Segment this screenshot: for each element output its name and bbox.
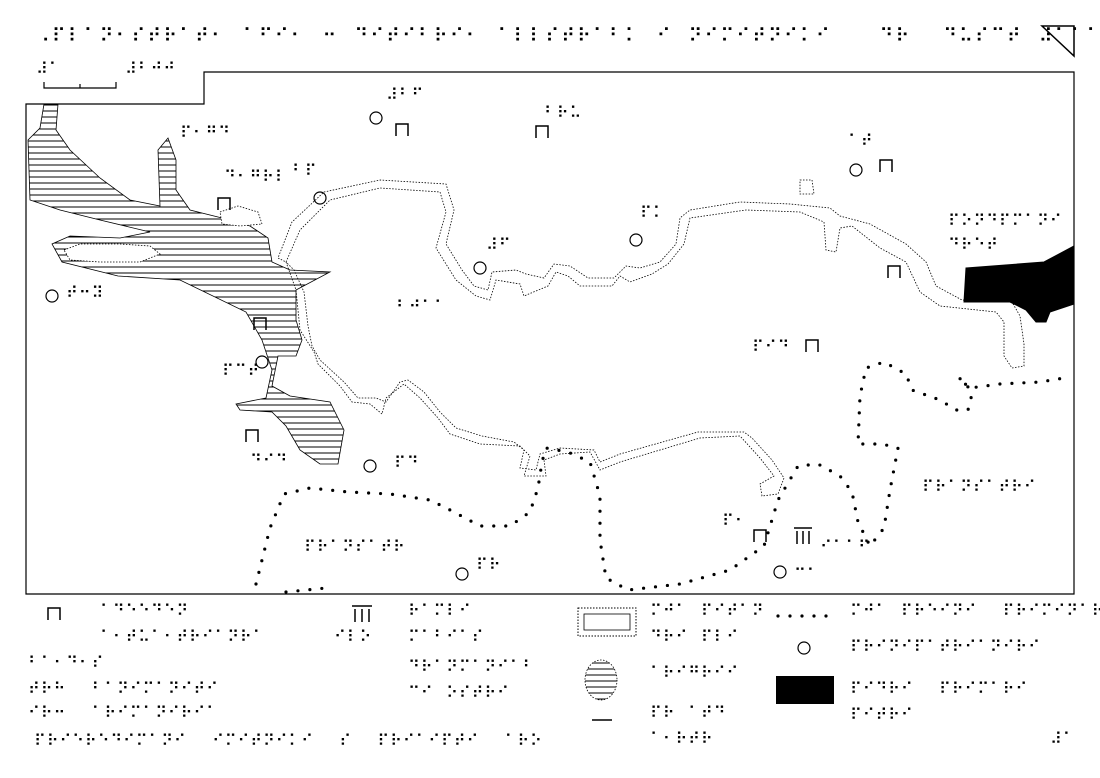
tower-marker-icon	[395, 123, 409, 136]
lake-symbol	[577, 607, 637, 637]
wetland-area	[27, 103, 345, 465]
tower-marker-icon	[879, 159, 893, 172]
map-label: ⠏⠂	[722, 511, 747, 530]
legend-text: ⠏⠗⠊⠝⠊⠏⠁⠞⠗⠊⠁⠝⠊⠗⠊	[850, 637, 1041, 656]
tower-marker-icon	[753, 529, 767, 542]
map-label: ⠏⠗⠁⠝⠎⠁⠞⠗	[304, 537, 406, 556]
tower-marker-icon	[535, 125, 549, 138]
map-label: ⠃⠏	[292, 161, 317, 180]
village-circle-icon	[629, 233, 643, 247]
legend-text: ⠃⠁⠂⠙⠂⠎	[28, 653, 104, 672]
legend-text: ⠁⠗⠊⠛⠗⠊⠊	[650, 663, 739, 682]
village-circle-icon	[455, 567, 469, 581]
map-label: ⠏⠙	[394, 453, 419, 472]
map-label: ⠙⠂⠛⠗⠇	[224, 167, 288, 186]
boundary-line	[254, 360, 1066, 592]
legend-text: ⠙⠗⠁⠝⠍⠁⠝⠊⠁⠃	[408, 657, 535, 676]
legend-text: ⠏⠗⠀⠁⠞⠙	[650, 703, 726, 722]
village-circle-icon	[797, 641, 811, 655]
legend-text: ⠞⠗⠓⠀⠀⠃⠁⠝⠊⠍⠁⠝⠊⠞⠊	[28, 679, 219, 698]
legend-text: ⠁⠂⠗⠞⠗	[650, 729, 714, 748]
small-pond	[799, 179, 815, 195]
legend-text: ⠉⠊⠀⠕⠎⠞⠗⠊	[408, 683, 510, 702]
wetland-symbol	[584, 659, 618, 701]
legend-text: ⠏⠗⠊⠑⠗⠑⠙⠊⠍⠁⠝⠊⠀⠀⠊⠍⠊⠞⠝⠊⠅⠊⠀⠀⠎⠀⠀⠏⠗⠊⠁⠊⠏⠞⠊⠀⠀⠁⠗⠕	[34, 731, 543, 750]
legend-text: ⠁⠙⠑⠑⠙⠑⠝	[100, 601, 189, 620]
map-label: ⠼⠋	[486, 235, 511, 254]
tower-marker-icon	[47, 607, 61, 620]
village-circle-icon	[45, 289, 59, 303]
island	[219, 205, 263, 227]
map-label: ⠏⠅	[640, 203, 665, 222]
village-circle-icon	[369, 111, 383, 125]
lake-shore	[285, 261, 785, 497]
map-label: ⠏⠂⠛⠙	[180, 123, 231, 142]
lake-shore	[277, 179, 1025, 369]
legend: ⠁⠙⠑⠑⠙⠑⠝ ⠁⠂⠞⠥⠁⠂⠞⠗⠊⠁⠝⠗⠁ ⠃⠁⠂⠙⠂⠎ ⠞⠗⠓⠀⠀⠃⠁⠝⠊⠍⠁…	[28, 601, 1100, 750]
legend-text: ⠗⠁⠍⠇⠊	[408, 601, 472, 620]
corner-triangle-icon	[1040, 25, 1075, 58]
legend-text: ⠁⠂⠞⠥⠁⠂⠞⠗⠊⠁⠝⠗⠁	[100, 627, 265, 646]
tower-marker-icon	[217, 197, 231, 210]
village-circle-icon	[849, 163, 863, 177]
village-circle-icon	[473, 261, 487, 275]
map-label: ⠼⠃⠋	[386, 85, 424, 104]
scale-label: ⠼⠁⠀⠀⠀⠀⠀⠼⠃⠚⠚	[36, 59, 176, 78]
map-label: ⠙⠗⠑⠞	[948, 235, 999, 254]
island	[63, 243, 161, 263]
tower-marker-icon	[887, 265, 901, 278]
legend-text: ⠏⠊⠙⠗⠊⠀⠀⠏⠗⠊⠍⠁⠗⠊	[850, 679, 1028, 698]
map-label: ⠏⠊⠙	[752, 337, 790, 356]
scale-bar	[43, 82, 117, 89]
legend-text: ⠙⠗⠊⠀⠏⠇⠊	[650, 627, 739, 646]
tower-marker-icon	[245, 429, 259, 442]
legend-text: ⠍⠚⠁⠀⠏⠊⠞⠁⠝	[650, 601, 764, 620]
settlement-symbol	[776, 676, 834, 704]
map-label: ⠃⠚⠁⠁	[396, 297, 447, 316]
tower-marker-icon	[805, 339, 819, 352]
map-title: ⠠⠏⠇⠁⠝⠂⠎⠞⠗⠁⠞⠂⠀⠁⠋⠊⠂⠀⠒⠀⠙⠊⠞⠊⠃⠗⠊⠂⠀⠁⠇⠇⠎⠞⠗⠁⠃⠅⠀⠊…	[36, 25, 1100, 47]
village-circle-icon	[773, 565, 787, 579]
map-label: ⠙⠊⠙	[250, 451, 288, 470]
village-circle-icon	[313, 191, 327, 205]
map-label: ⠉⠁	[794, 565, 819, 584]
map-frame	[25, 71, 1075, 595]
tower-marker-icon	[253, 317, 267, 330]
map-label: ⠊⠁⠁⠋	[820, 537, 871, 556]
monument-marker-icon	[352, 605, 372, 622]
legend-text: ⠍⠁⠃⠊⠁⠎	[408, 627, 484, 646]
village-circle-icon	[255, 355, 269, 369]
map-label: ⠁⠞	[848, 131, 873, 150]
boundary-line	[284, 586, 328, 594]
map-label: ⠃⠗⠥	[544, 103, 582, 122]
page-number: ⠼⠁	[1050, 729, 1075, 748]
lake-symbol	[583, 613, 631, 631]
map-label: ⠏⠕⠝⠙⠏⠍⠁⠝⠊	[948, 211, 1062, 230]
settlement-area	[963, 245, 1075, 323]
legend-text: ⠊⠗⠒⠀⠀⠁⠗⠊⠍⠁⠝⠊⠗⠊⠁	[28, 703, 219, 722]
map-label: ⠞⠒⠽	[66, 283, 104, 302]
monument-marker-icon	[794, 527, 812, 544]
legend-text: ⠏⠊⠞⠗⠊	[850, 705, 914, 724]
village-circle-icon	[363, 459, 377, 473]
map-label: ⠏⠉⠞	[222, 361, 260, 380]
map-label: ⠏⠗⠁⠝⠎⠁⠞⠗⠊	[922, 477, 1036, 496]
legend-text: ⠍⠚⠁⠀⠏⠗⠑⠊⠝⠊⠀⠀⠏⠗⠊⠍⠊⠝⠁⠗	[850, 601, 1100, 620]
map-label: ⠏⠗	[476, 555, 501, 574]
legend-text: ⠊⠇⠕	[334, 627, 372, 646]
